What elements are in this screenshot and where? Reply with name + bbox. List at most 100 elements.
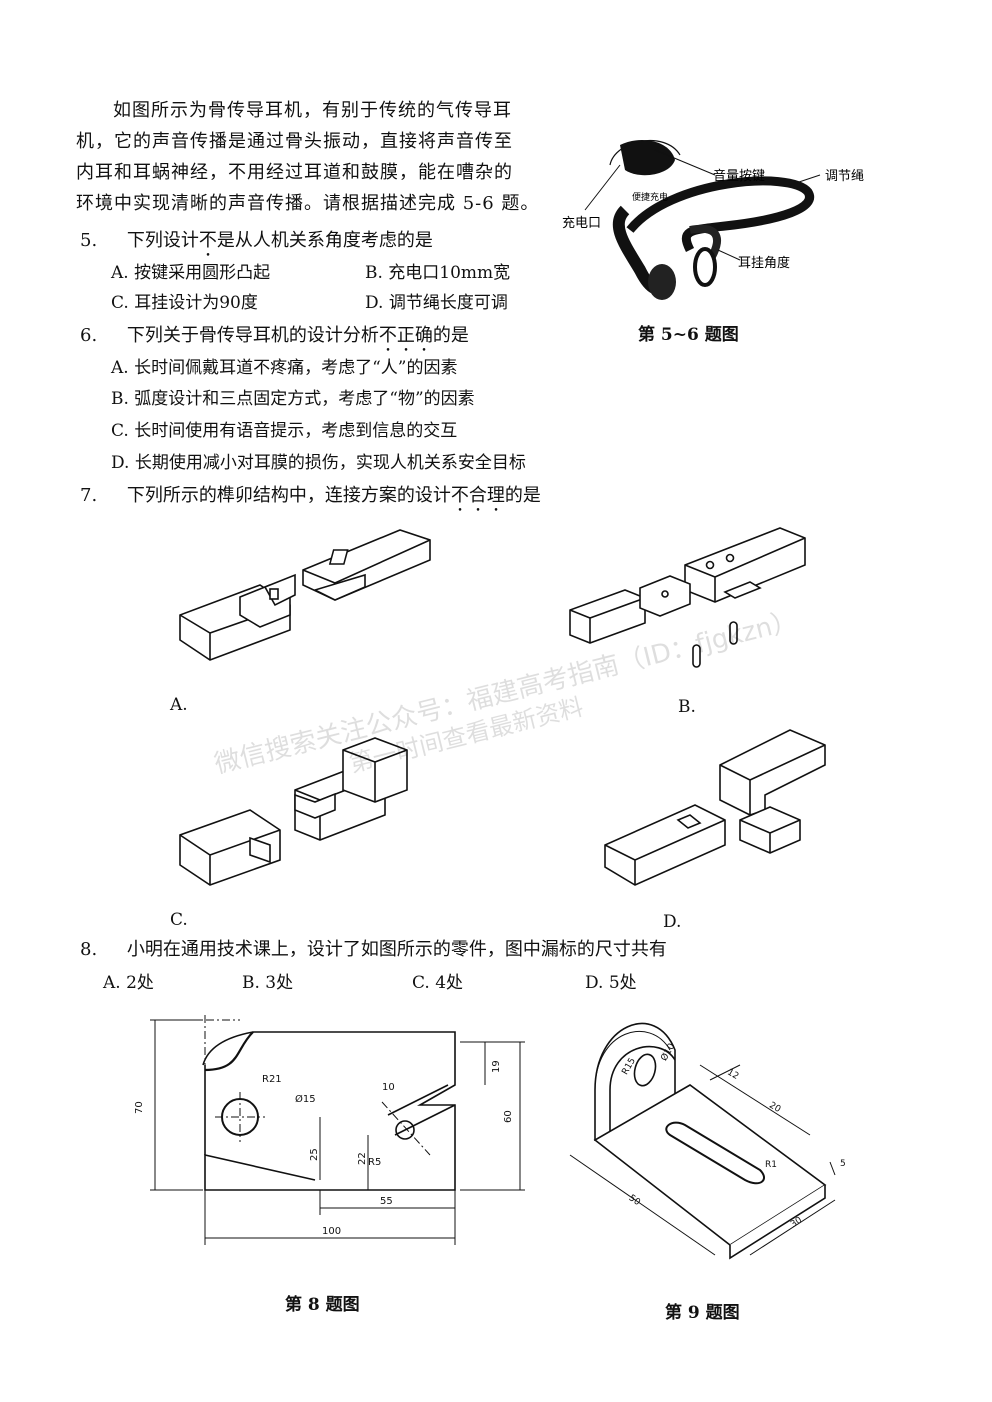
- dim-30-line: [749, 1199, 836, 1256]
- question-stem: 下列设计: [126, 230, 199, 251]
- joint-b-right-edges: [684, 537, 806, 602]
- q8-option-d: D. 5处: [585, 973, 637, 993]
- q5-option-a: A. 按键采用圆形凸起: [111, 263, 271, 283]
- right-speaker: [693, 247, 717, 287]
- charge-leader: [584, 164, 621, 211]
- dim-12: 12: [725, 1068, 740, 1082]
- joint-c-figure: [179, 737, 408, 886]
- arc-r21: [204, 1031, 254, 1072]
- joint-d-slot: [676, 814, 702, 829]
- joint-d-figure: [604, 729, 826, 886]
- q5-option-c: C. 耳挂设计为90度: [111, 293, 258, 313]
- part-drawing-fig8: 70 R21 Ø15 10 19 60 25 22 R5 55 100: [134, 1015, 525, 1245]
- slot-end: [395, 1120, 415, 1140]
- intro-line-4: 环境中实现清晰的声音传播。请根据描述完成 5-6 题。: [76, 193, 540, 214]
- dim-70: 70: [134, 1101, 145, 1114]
- emphasis-text: 不: [198, 230, 217, 251]
- dim-22: 22: [357, 1152, 368, 1165]
- figure-caption-9: 第 9 题图: [665, 1303, 740, 1323]
- joint-d-upper-edges: [719, 744, 826, 815]
- dim-20: 20: [767, 1101, 782, 1116]
- cap-arc: [609, 140, 681, 166]
- joint-c-upper-edges: [342, 749, 408, 802]
- button-cap: [620, 140, 675, 176]
- question-number: 8.: [80, 939, 98, 960]
- joint-b-tenon-hole: [661, 590, 669, 598]
- dim-60: 60: [503, 1110, 514, 1123]
- question-stem-end: 是从人机关系角度考虑的是: [216, 230, 433, 251]
- question-6: 6. 下列关于骨传导耳机的设计分析不正确的是: [80, 321, 469, 356]
- bracket-base-side: [729, 1185, 826, 1260]
- joint-b-hole-1: [705, 560, 715, 570]
- dim-55: 55: [380, 1196, 393, 1207]
- dim-d15: Ø15: [295, 1093, 316, 1105]
- joint-b-figure: [569, 527, 806, 668]
- q6-option-d: D. 长期使用减小对耳膜的损伤，实现人机关系安全目标: [111, 453, 526, 473]
- q5-option-d: D. 调节绳长度可调: [365, 293, 508, 313]
- bracket-upright-back: [609, 1045, 676, 1140]
- dim-12-line: [709, 1064, 741, 1081]
- joint-b-slot: [723, 581, 762, 599]
- joint-b-left-edges: [569, 597, 646, 643]
- option-label-d: D.: [663, 912, 682, 932]
- joint-d-key-edges: [739, 819, 801, 853]
- question-stem-end: 的是: [432, 325, 469, 346]
- joint-d-upper-block: [719, 729, 826, 816]
- joint-c-left-edges: [179, 829, 281, 885]
- figure-caption-8: 第 8 题图: [285, 1295, 360, 1315]
- joint-c-notch: [249, 836, 271, 864]
- figure-caption-5-6: 第 5~6 题图: [638, 325, 739, 345]
- dim-19: 19: [491, 1060, 502, 1073]
- question-stem: 小明在通用技术课上，设计了如图所示的零件，图中漏标的尺寸共有: [126, 939, 667, 960]
- intro-line-1: 如图所示为骨传导耳机，有别于传统的气传导耳: [113, 100, 512, 121]
- joint-d-left-block: [604, 804, 726, 886]
- question-5: 5. 下列设计不是从人机关系角度考虑的是: [80, 226, 433, 261]
- emphasis-text: 不正确: [378, 325, 433, 346]
- q8-option-b: B. 3处: [242, 973, 294, 993]
- dim-25: 25: [309, 1148, 320, 1161]
- dim-100: 100: [322, 1226, 341, 1237]
- bracket-hole: [633, 1053, 657, 1087]
- intro-line-2: 机，它的声音传播是通过骨头振动，直接将声音传至: [76, 131, 513, 152]
- dim-10: 10: [382, 1082, 395, 1093]
- question-stem: 下列关于骨传导耳机的设计分析: [126, 325, 379, 346]
- joint-b-hole-2: [725, 553, 735, 563]
- joint-d-left-edges: [604, 819, 726, 885]
- bracket-drawing-fig9: R15 Ø10 12 20 R1 5 50 30: [569, 1022, 846, 1260]
- dim-r1: R1: [765, 1160, 777, 1170]
- cord-leader: [789, 174, 821, 186]
- dim-5: 5: [840, 1159, 846, 1169]
- question-number: 7.: [80, 485, 98, 506]
- joint-b-dowel-2: [729, 621, 738, 645]
- joint-b-dowel-1: [692, 644, 701, 668]
- question-7: 7. 下列所示的榫卯结构中，连接方案的设计不合理的是: [80, 481, 541, 516]
- joint-a-figure: [179, 529, 431, 661]
- question-stem: 下列所示的榫卯结构中，连接方案的设计: [126, 485, 451, 506]
- charge-label: 充电口: [562, 215, 601, 231]
- joint-a-notch: [312, 573, 366, 601]
- joint-b-left-block: [569, 589, 646, 644]
- angle-leader: [717, 249, 741, 261]
- dim-r5: R5: [368, 1157, 381, 1168]
- ear-angle-label: 耳挂角度: [738, 255, 790, 271]
- q6-option-a: A. 长时间佩戴耳道不疼痛，考虑了“人”的因素: [111, 358, 458, 378]
- dim-50-line: [569, 1154, 716, 1256]
- q8-option-a: A. 2处: [103, 973, 154, 993]
- dim-r21: R21: [262, 1074, 282, 1085]
- dim-20-line: [699, 1064, 811, 1136]
- cord-label: 调节绳: [825, 169, 864, 184]
- joint-c-tenon: [294, 792, 336, 819]
- joint-a-mortise: [328, 549, 349, 565]
- volume-leader: [654, 149, 716, 176]
- joint-a-peg: [269, 588, 279, 600]
- q6-option-b: B. 弧度设计和三点固定方式，考虑了“物”的因素: [111, 389, 475, 409]
- q8-option-c: C. 4处: [412, 973, 464, 993]
- q6-option-c: C. 长时间使用有语音提示，考虑到信息的交互: [111, 421, 458, 441]
- slot-centerline: [381, 1101, 431, 1156]
- joint-d-key: [739, 806, 801, 854]
- intro-line-3: 内耳和耳蜗神经，不用经过耳道和鼓膜，能在嘈杂的: [76, 162, 513, 183]
- fast-charge-label: 便捷充电: [632, 191, 668, 203]
- question-number: 6.: [80, 325, 98, 346]
- bracket-slot: [665, 1121, 765, 1185]
- option-label-a: A.: [170, 695, 188, 715]
